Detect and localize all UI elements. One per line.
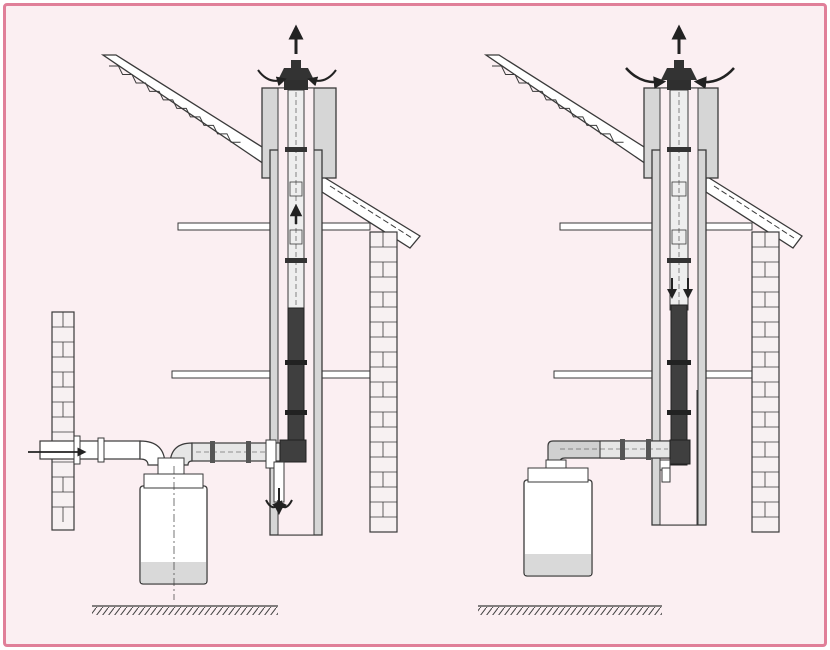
horizontal-duct: [547, 439, 691, 483]
left-panel: [28, 24, 421, 615]
brick-wall-left: [51, 311, 75, 531]
chimney-cowl: [661, 60, 697, 90]
curved-arrow-icon: [257, 69, 337, 87]
brick-wall-right: [369, 231, 398, 533]
ground: [92, 605, 278, 615]
curved-arrow-icon: [625, 67, 735, 89]
roof-left-slope: [483, 54, 653, 170]
flue-pipe-vertical: [667, 89, 691, 466]
flue-pipe-vertical: [285, 89, 307, 459]
boiler: [139, 457, 208, 600]
chimney-cowl: [278, 60, 314, 90]
arrow-down-icon: [667, 278, 693, 299]
right-panel: [478, 24, 803, 615]
ground: [478, 605, 662, 615]
boiler: [523, 459, 593, 577]
brick-wall-right: [751, 231, 780, 533]
roof-left-slope: [100, 54, 271, 170]
